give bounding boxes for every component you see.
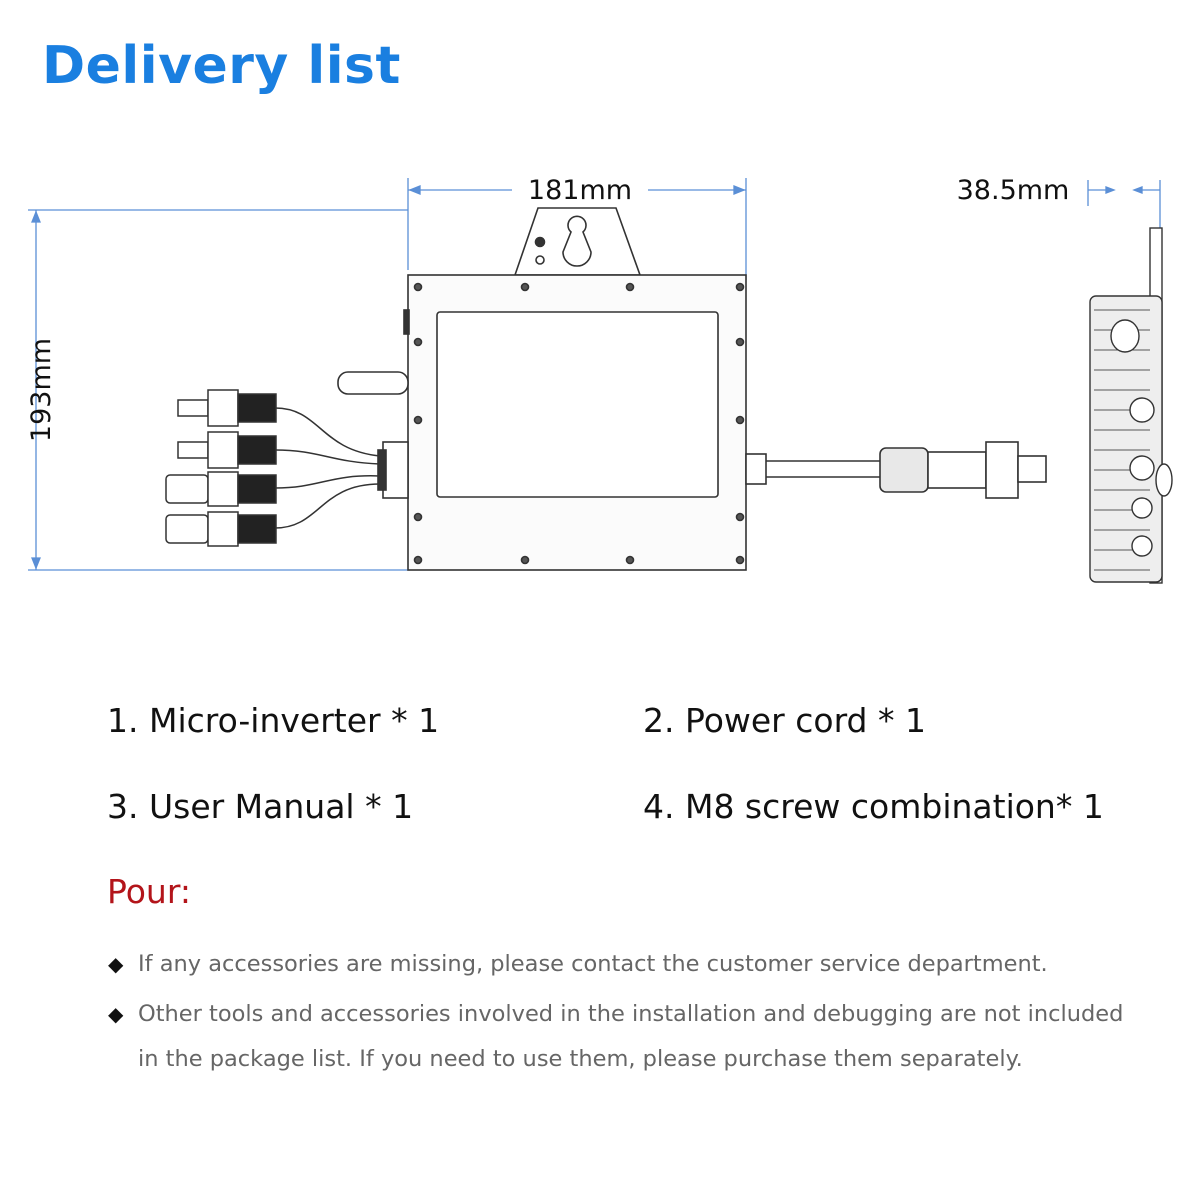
note-line-1: ◆ If any accessories are missing, please… [108,942,1178,987]
delivery-item-3: 3. User Manual * 1 [107,787,414,826]
note-text-1: If any accessories are missing, please c… [138,951,1048,977]
delivery-item-1: 1. Micro-inverter * 1 [107,701,440,740]
dc-connectors [165,389,381,547]
inverter-side-view [1089,227,1173,584]
delivery-item-4: 4. M8 screw combination* 1 [643,787,1104,826]
diamond-bullet-icon: ◆ [108,952,124,976]
dimension-lines [28,178,1161,571]
depth-label: 38.5mm [957,175,1070,206]
delivery-item-2: 2. Power cord * 1 [643,701,926,740]
height-label: 193mm [26,338,57,442]
note-text-2: Other tools and accessories involved in … [138,1001,1124,1072]
note-line-2: ◆ Other tools and accessories involved i… [108,992,1128,1082]
note-title: Pour: [107,872,191,911]
width-label: 181mm [528,175,632,206]
diamond-bullet-icon: ◆ [108,1002,124,1026]
inverter-front-view [337,207,1047,571]
page-title: Delivery list [42,36,401,96]
inverter-drawing: 181mm 38.5mm 193mm [26,175,1173,584]
